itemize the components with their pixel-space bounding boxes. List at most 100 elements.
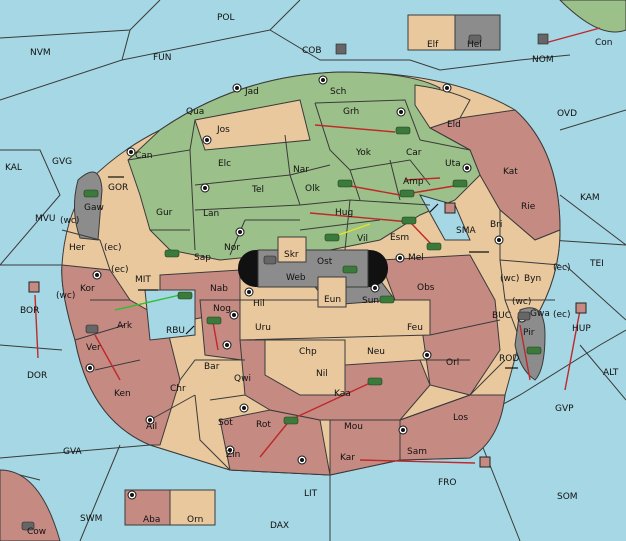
label-sch: Sch [330,87,346,97]
label-rbu: RBU [166,326,185,336]
army-unit [283,416,299,425]
army-unit [337,179,353,188]
order-arrow [259,419,291,458]
label-buc: BUC [492,311,511,321]
label-ost: Ost [317,257,333,267]
label-bri: Bri [490,220,502,230]
army-unit [83,189,99,198]
label-vil: Vil [357,234,368,244]
coast-tag: (wc) [60,216,79,226]
label-nar: Nar [293,165,309,175]
label-zin: Zin [226,450,240,460]
coast-tag: (ec) [104,243,122,253]
label-qua: Qua [186,107,204,117]
units [21,33,587,531]
coast-tag: (ec) [553,310,571,320]
label-kaa: Kaa [334,389,351,399]
label-eun: Eun [324,295,341,305]
order-arrow [564,309,581,391]
label-jad: Jad [244,87,259,97]
label-jos: Jos [216,125,230,135]
label-hil: Hil [253,299,265,309]
army-unit [342,265,358,274]
order-arrow [289,382,371,421]
label-lit: LIT [304,489,318,499]
coast-tag: (wc) [56,291,75,301]
army-unit [379,295,395,304]
army-unit [206,316,222,325]
province-labels: Jad Sch Qua Jos Grh Eld Can Elc Nar Yok … [69,40,550,525]
fleet-unit [263,255,277,265]
army-unit [452,179,468,188]
label-kat: Kat [503,167,518,177]
label-qwi: Qwi [234,374,251,384]
label-rie: Rie [521,202,536,212]
province-skr[interactable] [277,236,307,263]
label-eld: Eld [447,120,461,130]
label-kor: Kor [80,284,95,294]
label-sam: Sam [407,447,427,457]
fleet-unit [85,324,99,334]
army-unit [426,242,442,251]
coast-tag: (wc) [512,297,531,307]
label-her: Her [69,243,85,253]
label-gvg: GVG [52,157,72,167]
rbu-lake [144,289,196,341]
army-unit [399,189,415,198]
province-eun[interactable] [317,276,347,308]
label-orl: Orl [446,358,459,368]
label-nor: Nor [224,243,240,253]
label-gaw: Gaw [84,203,104,213]
label-lan: Lan [203,209,219,219]
label-uta: Uta [445,159,461,169]
label-kam: KAM [580,193,600,203]
label-alt: ALT [603,368,619,378]
green-provinces [127,71,481,261]
label-byn: Byn [524,274,541,284]
label-mou: Mou [344,422,363,432]
order-arrow [519,324,531,381]
label-sun: Sun [362,296,379,306]
label-uru: Uru [255,323,271,333]
label-neu: Neu [367,347,385,357]
army-unit [177,291,193,300]
label-fro: FRO [438,478,457,488]
fleet-unit [537,33,549,45]
unit-marker [444,202,456,214]
label-ken: Ken [114,389,131,399]
order-arrow [34,294,39,359]
label-ver: Ver [86,343,101,353]
label-elc: Elc [218,159,231,169]
label-pir: Pir [523,328,535,338]
order-arrow [544,27,601,44]
label-fun: FUN [153,53,172,63]
label-elf: Elf [427,40,439,50]
label-ark: Ark [117,321,133,331]
label-bar: Bar [204,362,220,372]
label-can: Can [135,151,153,161]
label-skr: Skr [284,250,299,260]
label-sot: Sot [218,418,233,428]
label-grh: Grh [343,107,359,117]
label-bor: BOR [20,306,39,316]
label-pol: POL [217,13,235,23]
label-amp: Amp [403,177,424,187]
label-dax: DAX [270,521,289,531]
label-nom: NOM [532,55,554,65]
label-nil: Nil [316,369,328,379]
label-rod: ROD [499,354,519,364]
unit-marker [575,302,587,314]
label-gvp: GVP [555,404,574,414]
label-mvu: MVU [35,214,56,224]
label-mel: Mel [408,253,424,263]
label-ail: Ail [146,422,157,432]
order-arrow [212,321,219,351]
order-arrow [114,294,181,311]
coast-tag: (wc) [500,274,519,284]
label-olk: Olk [305,184,321,194]
label-obs: Obs [417,283,435,293]
fleet-unit [517,311,531,321]
label-web: Web [286,273,306,283]
